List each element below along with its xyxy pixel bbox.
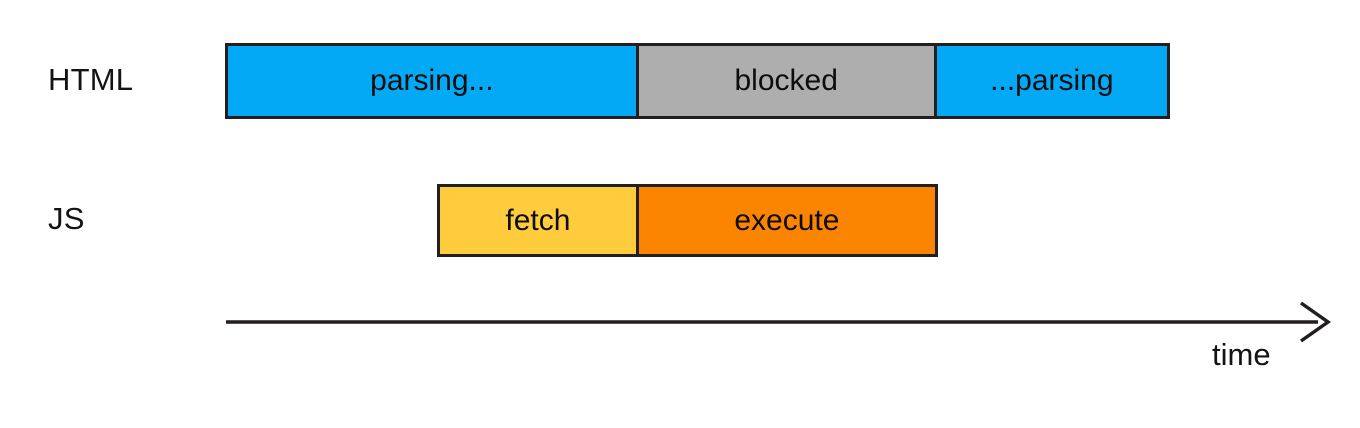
time-axis-arrow bbox=[226, 301, 1332, 343]
segment-fetch: fetch bbox=[437, 184, 639, 257]
segment-blocked: blocked bbox=[635, 43, 937, 119]
html-timeline-bar: parsing... blocked ...parsing bbox=[225, 43, 1170, 119]
segment-label: execute bbox=[734, 203, 840, 237]
segment-label: parsing... bbox=[370, 64, 494, 97]
row-label-js: JS bbox=[48, 201, 85, 236]
segment-execute: execute bbox=[635, 184, 938, 257]
js-timeline-bar: fetch execute bbox=[437, 184, 938, 257]
segment-parsing-resume: ...parsing bbox=[933, 43, 1170, 119]
segment-label: ...parsing bbox=[990, 64, 1114, 97]
time-axis-label: time bbox=[1212, 337, 1271, 372]
arrowhead-icon bbox=[1299, 301, 1332, 343]
row-label-html: HTML bbox=[48, 62, 134, 97]
segment-label: fetch bbox=[505, 203, 571, 237]
segment-label: blocked bbox=[734, 64, 838, 97]
segment-parsing-start: parsing... bbox=[225, 43, 639, 119]
